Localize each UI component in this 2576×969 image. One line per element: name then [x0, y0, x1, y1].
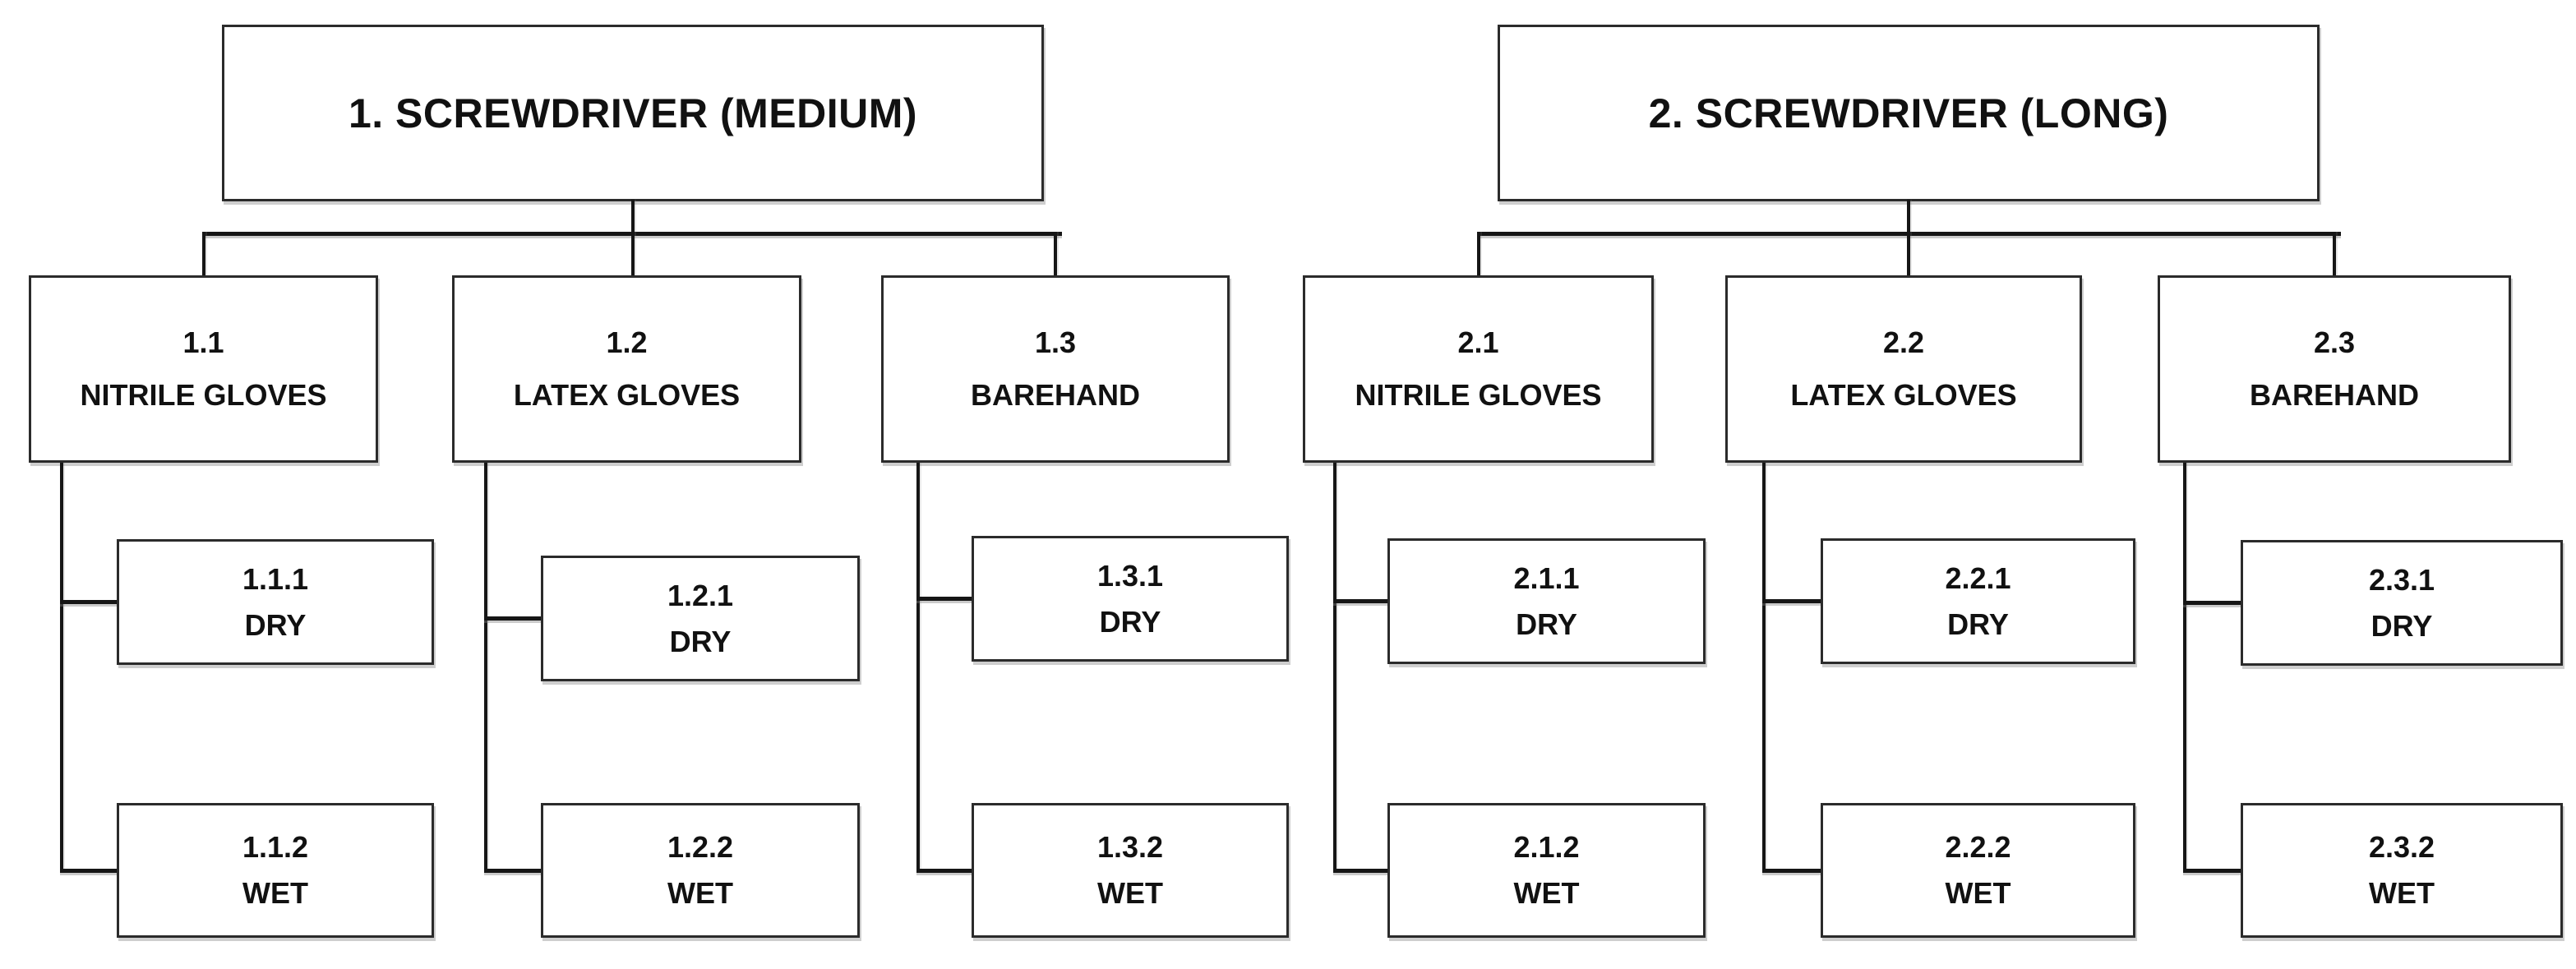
node-number: 1.1	[182, 325, 224, 359]
node-label: DRY	[669, 624, 732, 658]
root-node-2: 2. SCREWDRIVER (LONG)	[1498, 25, 2320, 201]
connector-elbow	[916, 597, 972, 601]
node-label: DRY	[1947, 607, 2009, 641]
root-node-1: 1. SCREWDRIVER (MEDIUM)	[222, 25, 1044, 201]
connector-elbow	[1762, 868, 1821, 873]
node-number: 2.2.2	[1945, 830, 2011, 864]
node-label: LATEX GLOVES	[1790, 378, 2017, 412]
connector-drop	[1476, 232, 1480, 278]
connector-drop	[631, 232, 635, 278]
node-number: 2.1.1	[1513, 561, 1580, 595]
connector-root-stub	[631, 200, 635, 236]
connector-trunk	[60, 463, 63, 873]
connector-trunk	[2183, 463, 2186, 873]
node-number: 2.3.1	[2368, 562, 2435, 597]
connector-trunk	[484, 463, 487, 873]
connector-elbow	[1333, 868, 1387, 873]
connector-trunk	[916, 463, 920, 873]
node-number: 2.2.1	[1945, 561, 2011, 595]
root-node-label: 1. SCREWDRIVER (MEDIUM)	[348, 90, 918, 136]
node-number: 1.3.2	[1096, 830, 1164, 864]
node-label: BAREHAND	[971, 378, 1140, 412]
node-number: 1.3	[1034, 325, 1077, 359]
node-label: DRY	[1099, 604, 1161, 639]
connector-elbow	[2183, 601, 2241, 605]
connector-trunk	[1333, 463, 1336, 873]
node-number: 1.2.2	[667, 830, 734, 864]
node-label: LATEX GLOVES	[513, 378, 741, 412]
connector-elbow	[2183, 868, 2241, 873]
node-label: DRY	[1516, 607, 1577, 641]
node-label: WET	[667, 876, 733, 910]
connector-drop	[2333, 232, 2336, 278]
connector-elbow	[60, 600, 117, 604]
node-number: 2.1.2	[1513, 830, 1580, 864]
connector-elbow	[484, 616, 541, 621]
node-number: 2.1	[1457, 325, 1499, 359]
connector-drop	[1054, 232, 1057, 278]
node-label: NITRILE GLOVES	[80, 378, 327, 412]
connector-elbow	[1333, 599, 1387, 603]
node-number: 1.2	[606, 325, 648, 359]
node-label: WET	[242, 876, 308, 910]
node-label: BAREHAND	[2250, 378, 2419, 412]
node-number: 2.3.2	[2368, 830, 2435, 864]
node-number: 2.2	[1882, 325, 1925, 359]
connector-elbow	[484, 868, 541, 873]
node-label: NITRILE GLOVES	[1355, 378, 1602, 412]
node-label: WET	[1945, 876, 2011, 910]
node-label: WET	[2369, 876, 2435, 910]
node-number: 1.1.1	[242, 561, 309, 596]
node-number: 2.3	[2313, 325, 2356, 359]
connector-root-stub	[1907, 200, 1910, 236]
connector-trunk	[1762, 463, 1766, 873]
node-label: DRY	[2371, 608, 2433, 643]
connector-elbow	[60, 868, 117, 873]
connector-elbow	[916, 868, 972, 873]
node-number: 1.2.1	[667, 578, 734, 612]
node-label: DRY	[244, 607, 307, 642]
connector-elbow	[1762, 599, 1821, 603]
root-node-label: 2. SCREWDRIVER (LONG)	[1648, 90, 2169, 136]
node-number: 1.1.2	[242, 830, 309, 864]
node-label: WET	[1513, 876, 1580, 910]
node-label: WET	[1097, 876, 1163, 910]
connector-drop	[201, 232, 205, 278]
node-number: 1.3.1	[1096, 558, 1164, 593]
connector-drop	[1907, 232, 1910, 278]
